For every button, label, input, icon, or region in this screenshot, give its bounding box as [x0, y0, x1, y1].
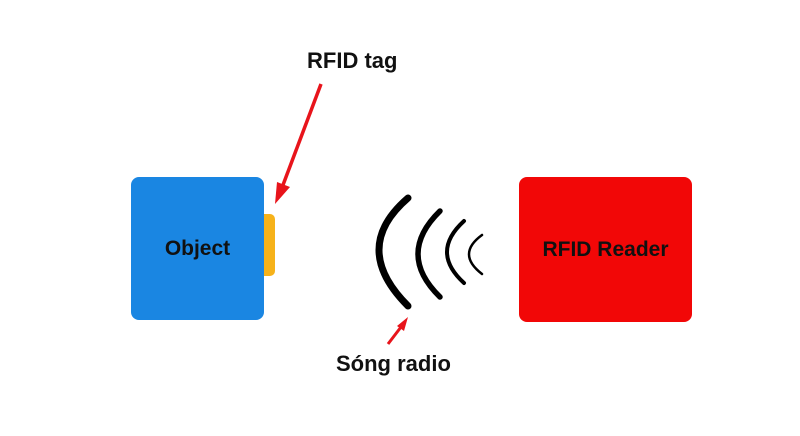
radio-wave-label: Sóng radio	[336, 351, 451, 376]
object-box: Object	[131, 177, 264, 320]
wave-arrow-line	[386, 326, 403, 345]
rfid-tag-label: RFID tag	[307, 48, 398, 73]
wave-arc-small	[445, 219, 466, 285]
rfid-reader-box: RFID Reader	[519, 177, 692, 322]
wave-arrow	[386, 317, 408, 345]
radio-waves-icon	[375, 194, 484, 310]
tag-arrow-head	[275, 182, 290, 204]
rfid-reader-label: RFID Reader	[542, 237, 669, 261]
wave-arrow-head	[397, 317, 408, 331]
tag-arrow-line	[281, 83, 323, 186]
rfid-tag	[264, 214, 275, 276]
wave-arc-medium	[415, 208, 443, 300]
wave-arc-tiny	[467, 233, 484, 276]
tag-arrow	[275, 83, 323, 204]
wave-arc-large	[375, 194, 412, 310]
object-label: Object	[164, 236, 231, 260]
